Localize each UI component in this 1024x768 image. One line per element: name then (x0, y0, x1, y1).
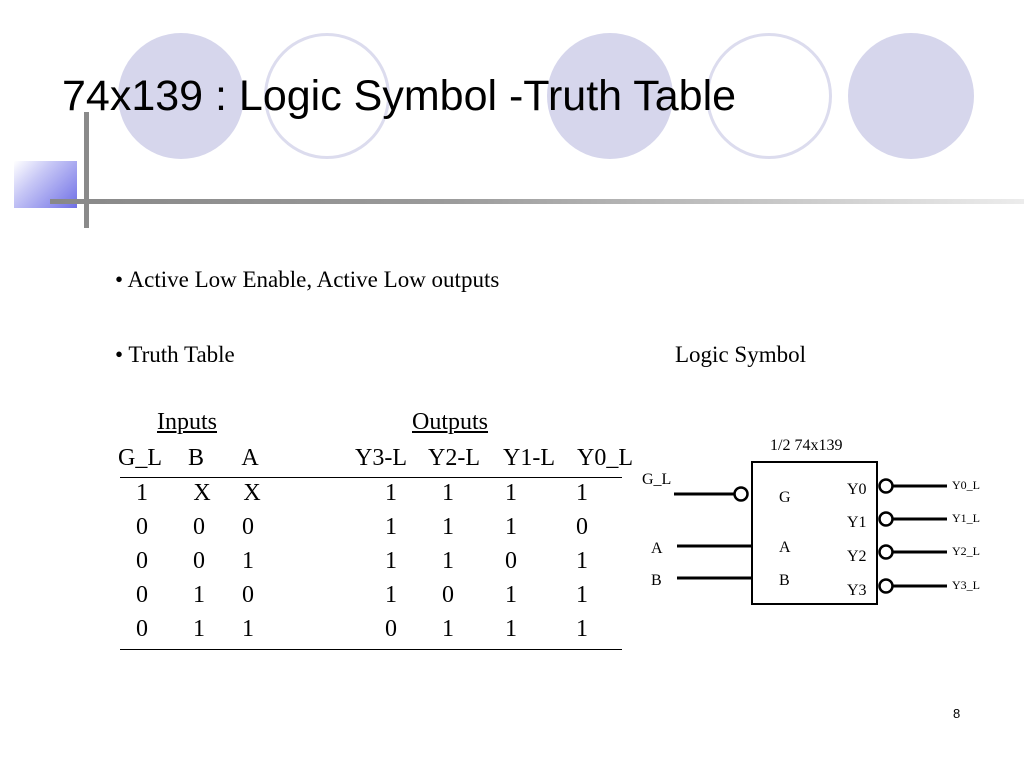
col-header-a: A (241, 445, 259, 471)
col-header-b: B (187, 445, 205, 471)
output-bubble-y1 (878, 511, 894, 527)
title-underline-bar (50, 199, 1024, 204)
col-header-y0: Y0_L (577, 445, 633, 471)
output-bubble-y3 (878, 578, 894, 594)
table-cell: 1 (505, 616, 517, 642)
chip-body (751, 461, 878, 605)
table-cell: 1 (242, 616, 254, 642)
inner-label-b: B (779, 572, 790, 589)
output-label-y1: Y1_L (952, 511, 980, 525)
table-cell: 1 (576, 616, 588, 642)
inner-label-y2: Y2 (847, 548, 867, 565)
col-header-gl: G_L (118, 445, 162, 471)
table-cell: 0 (442, 582, 454, 608)
decor-circle-1 (118, 33, 244, 159)
table-cell: 1 (385, 480, 397, 506)
inner-label-a: A (779, 539, 791, 556)
table-cell: 1 (442, 514, 454, 540)
table-cell: 1 (442, 480, 454, 506)
inputs-header: Inputs (157, 409, 217, 435)
title-vertical-bar (84, 112, 89, 228)
inner-label-y1: Y1 (847, 514, 867, 531)
table-cell: 1 (385, 582, 397, 608)
bullet-enable-outputs: • Active Low Enable, Active Low outputs (115, 267, 500, 292)
table-cell: 1 (576, 582, 588, 608)
table-cell: X (193, 480, 211, 506)
inner-label-g: G (779, 489, 791, 506)
decor-circle-3 (547, 33, 673, 159)
slide-title: 74x139 : Logic Symbol -Truth Table (62, 72, 737, 120)
decor-circle-4 (706, 33, 832, 159)
table-cell: 0 (242, 514, 254, 540)
input-bubble-g (733, 486, 749, 502)
inner-label-y3: Y3 (847, 582, 867, 599)
symbol-caption: 1/2 74x139 (770, 437, 842, 454)
input-label-a: A (651, 540, 663, 557)
table-cell: 1 (193, 582, 205, 608)
table-cell: 1 (576, 548, 588, 574)
table-cell: 0 (385, 616, 397, 642)
table-cell: 1 (193, 616, 205, 642)
table-cell: 1 (505, 480, 517, 506)
table-cell: 0 (193, 548, 205, 574)
output-label-y2: Y2_L (952, 544, 980, 558)
table-cell: 1 (136, 480, 148, 506)
bullet-truth-table: • Truth Table (115, 342, 235, 367)
table-cell: X (243, 480, 261, 506)
table-cell: 1 (242, 548, 254, 574)
table-cell: 0 (193, 514, 205, 540)
table-cell: 1 (442, 548, 454, 574)
table-cell: 1 (505, 514, 517, 540)
output-label-y3: Y3_L (952, 578, 980, 592)
table-cell: 0 (242, 582, 254, 608)
output-label-y0: Y0_L (952, 478, 980, 492)
decor-circle-2 (264, 33, 390, 159)
output-bubble-y0 (878, 478, 894, 494)
page-number: 8 (953, 706, 961, 721)
table-cell: 1 (442, 616, 454, 642)
table-cell: 1 (385, 548, 397, 574)
table-cell: 1 (385, 514, 397, 540)
decor-circle-5 (848, 33, 974, 159)
col-header-y3: Y3-L (355, 445, 407, 471)
table-bottom-rule (120, 649, 622, 650)
table-cell: 0 (136, 514, 148, 540)
table-cell: 1 (505, 582, 517, 608)
output-bubble-y2 (878, 544, 894, 560)
logic-symbol-heading: Logic Symbol (675, 342, 806, 367)
table-cell: 0 (505, 548, 517, 574)
table-cell: 0 (136, 548, 148, 574)
table-cell: 0 (576, 514, 588, 540)
outputs-header: Outputs (412, 409, 489, 435)
table-cell: 0 (136, 616, 148, 642)
inner-label-y0: Y0 (847, 481, 867, 498)
input-label-b: B (651, 572, 662, 589)
table-cell: 0 (136, 582, 148, 608)
table-top-rule (120, 477, 622, 478)
table-cell: 1 (576, 480, 588, 506)
col-header-y2: Y2-L (428, 445, 480, 471)
input-label-gl: G_L (642, 471, 671, 488)
col-header-y1: Y1-L (503, 445, 555, 471)
